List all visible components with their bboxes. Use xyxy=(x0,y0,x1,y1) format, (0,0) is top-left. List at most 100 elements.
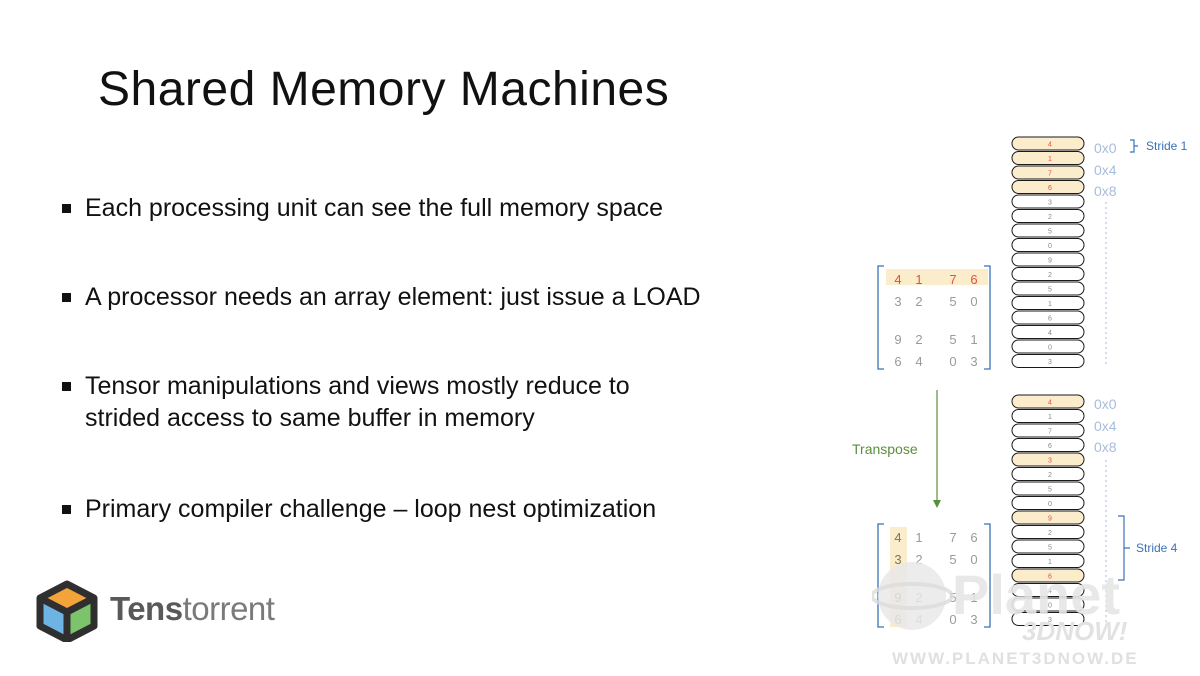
bullet-marker xyxy=(62,505,71,514)
watermark-brand: Planet xyxy=(952,563,1120,626)
memory-cell xyxy=(1011,554,1085,568)
row-highlight xyxy=(886,269,988,285)
matrix-cell: 6 xyxy=(970,272,977,287)
memory-cell xyxy=(1011,165,1085,180)
memory-cell-value: 5 xyxy=(1048,487,1052,494)
matrix-cell: 1 xyxy=(970,332,977,347)
logo-text-bold: Tens xyxy=(110,590,183,627)
memory-address: 0x4 xyxy=(1094,162,1117,178)
memory-cell-value: 1 xyxy=(1048,559,1052,566)
memory-address: 0x8 xyxy=(1094,439,1117,455)
memory-cell xyxy=(1011,310,1085,325)
memory-cell-value: 0 xyxy=(1048,501,1052,508)
memory-cell-value: 4 xyxy=(1048,330,1052,337)
memory-cell xyxy=(1011,281,1085,296)
memory-cell-value: 5 xyxy=(1048,287,1052,294)
memory-cell-value: 2 xyxy=(1048,272,1052,279)
matrix-cell: 2 xyxy=(915,552,922,567)
planet3dnow-watermark: Planet 3DNOW! WWW.PLANET3DNOW.DE xyxy=(872,562,1137,668)
memory-cell xyxy=(1011,394,1085,409)
memory-cell xyxy=(1011,209,1085,223)
matrix-cell: 5 xyxy=(949,294,956,309)
matrix-cell: 4 xyxy=(915,354,922,369)
memory-cell-value: 2 xyxy=(1048,214,1052,221)
memory-cell-value: 3 xyxy=(1048,200,1052,207)
memory-cell-value: 5 xyxy=(1048,229,1052,236)
memory-cell-value: 2 xyxy=(1048,530,1052,537)
matrix-cell: 6 xyxy=(894,354,901,369)
memory-cell-value: 1 xyxy=(1048,414,1052,421)
memory-cell xyxy=(1011,423,1085,438)
memory-cell xyxy=(1011,539,1085,554)
memory-cell xyxy=(1011,339,1085,354)
memory-cell xyxy=(1011,568,1085,583)
memory-cell xyxy=(1011,496,1085,510)
memory-cell-value: 0 xyxy=(1048,345,1052,352)
memory-cell xyxy=(1011,223,1085,238)
memory-cell-value: 9 xyxy=(1048,516,1052,523)
memory-cell xyxy=(1011,136,1085,151)
memory-cell xyxy=(1011,438,1085,452)
logo-text-regular: torrent xyxy=(182,590,275,627)
matrix-cell: 0 xyxy=(949,612,956,627)
tenstorrent-wordmark: Tenstorrent xyxy=(110,590,275,628)
memory-cell-value: 1 xyxy=(1048,156,1052,163)
memory-cell-value: 6 xyxy=(1048,185,1052,192)
matrix-cell: 7 xyxy=(949,530,956,545)
memory-cell xyxy=(1011,267,1085,281)
memory-cell xyxy=(1011,583,1085,597)
memory-cell xyxy=(1011,252,1085,267)
memory-cell-value: 6 xyxy=(1048,574,1052,581)
memory-cell-value: 4 xyxy=(1048,142,1052,149)
matrix-cell: 3 xyxy=(970,612,977,627)
matrix-cell: 7 xyxy=(949,272,956,287)
memory-cell xyxy=(1011,597,1085,612)
watermark-globe-icon xyxy=(878,562,946,630)
memory-cell xyxy=(1011,180,1085,194)
matrix-cell: 0 xyxy=(970,552,977,567)
slide-title: Shared Memory Machines xyxy=(98,63,670,116)
memory-cell-value: 3 xyxy=(1048,617,1052,624)
bullet-3-text: Tensor manipulations and views mostly re… xyxy=(85,372,630,400)
memory-cell xyxy=(1011,612,1085,626)
memory-cell-value: 3 xyxy=(1048,359,1052,366)
matrix-cell: 5 xyxy=(949,332,956,347)
matrix-cell: 3 xyxy=(894,552,901,567)
bullet-marker xyxy=(62,204,71,213)
bullet-marker xyxy=(62,382,71,391)
transpose-arrowhead xyxy=(933,500,941,508)
stride4-brace xyxy=(1118,515,1130,581)
memory-cell-value: 4 xyxy=(1048,588,1052,595)
matrix-cell: 0 xyxy=(949,354,956,369)
stride4-label: Stride 4 xyxy=(1136,541,1178,555)
bullet-1-text: Each processing unit can see the full me… xyxy=(85,194,664,222)
memory-cell-value: 6 xyxy=(1048,316,1052,323)
tenstorrent-cube-icon xyxy=(36,580,98,642)
memory-cell xyxy=(1011,325,1085,339)
memory-cell-value: 2 xyxy=(1048,472,1052,479)
tenstorrent-logo: Tenstorrent xyxy=(34,580,294,642)
bullet-3-text-line2: strided access to same buffer in memory xyxy=(85,404,535,432)
memory-cell xyxy=(1011,238,1085,252)
memory-cell xyxy=(1011,525,1085,539)
memory-cell xyxy=(1011,510,1085,525)
matrix-cell: 1 xyxy=(915,530,922,545)
watermark-sub: 3DNOW! xyxy=(1022,616,1128,646)
memory-cell-value: 6 xyxy=(1048,443,1052,450)
memory-cell xyxy=(1011,467,1085,481)
memory-cell-value: 7 xyxy=(1048,171,1052,178)
memory-cell xyxy=(1011,481,1085,496)
memory-address: 0x0 xyxy=(1094,396,1117,412)
matrix-cell: 3 xyxy=(894,294,901,309)
memory-cell-value: 4 xyxy=(1048,400,1052,407)
memory-cell xyxy=(1011,194,1085,209)
memory-address: 0x4 xyxy=(1094,418,1117,434)
matrix-cell: 4 xyxy=(894,272,901,287)
memory-cell-value: 5 xyxy=(1048,545,1052,552)
stride1-label: Stride 1 xyxy=(1146,139,1188,153)
matrix-cell: 1 xyxy=(915,272,922,287)
memory-cell xyxy=(1011,452,1085,467)
